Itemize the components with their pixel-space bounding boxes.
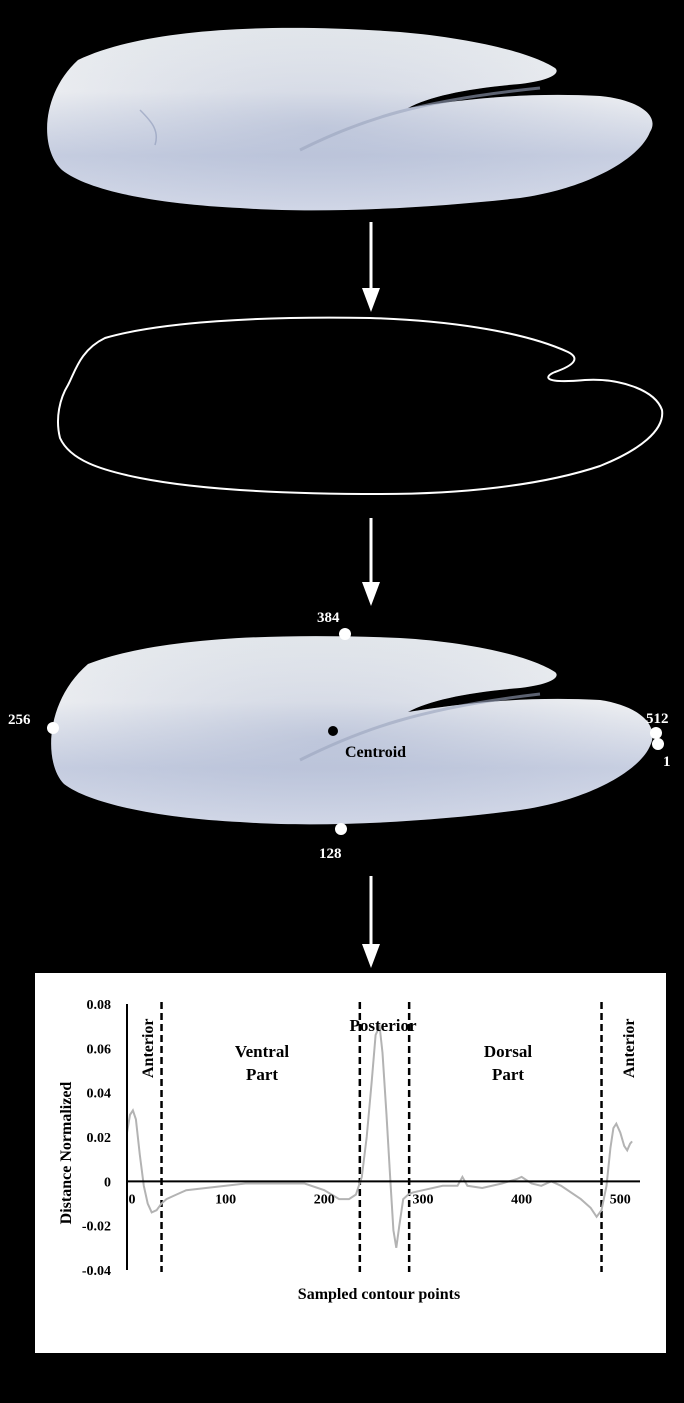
centroid-label: Centroid: [345, 744, 406, 761]
region-ventral-line2: Part: [246, 1065, 278, 1084]
flow-arrow-1: [362, 222, 380, 312]
contour-outline: [58, 318, 662, 494]
x-tick-label: 100: [215, 1192, 236, 1207]
x-tick-label: 200: [314, 1192, 335, 1207]
y-tick-label: -0.02: [82, 1220, 111, 1235]
y-axis-title: Distance Normalized: [58, 1082, 75, 1225]
landmark-1-marker: [652, 738, 664, 750]
y-tick-label: 0.04: [87, 1087, 112, 1102]
landmark-128-marker: [335, 823, 347, 835]
otolith-shading-landmarks: [51, 636, 652, 824]
distance-chart: 0 100 200 300 400 500 0.08 0.06 0.04 0.02 0 -0.02 -…: [35, 973, 666, 1353]
landmark-384-marker: [339, 628, 351, 640]
flow-arrow-2: [362, 518, 380, 606]
x-tick-label: 300: [412, 1192, 433, 1207]
otolith-shading: [47, 28, 652, 210]
landmark-384-label: 384: [317, 610, 340, 626]
centroid-marker: [328, 726, 338, 736]
y-tick-label: 0.02: [87, 1131, 112, 1146]
otolith-photo-top: [47, 28, 652, 210]
region-ventral-line1: Ventral: [235, 1042, 289, 1061]
x-tick-label: 0: [129, 1192, 136, 1207]
otolith-photo-landmarks: 384 256 512 1 128 Centroid: [8, 610, 671, 862]
landmark-256-marker: [47, 722, 59, 734]
region-anterior-right: Anterior: [621, 1018, 638, 1078]
flow-arrow-3: [362, 876, 380, 968]
region-dorsal-line1: Dorsal: [484, 1042, 532, 1061]
y-tick-label: -0.04: [82, 1264, 111, 1279]
x-axis-title: Sampled contour points: [298, 1286, 460, 1303]
x-tick-label: 500: [610, 1192, 631, 1207]
landmark-256-label: 256: [8, 712, 31, 728]
landmark-128-label: 128: [319, 846, 342, 862]
y-tick-label: 0.08: [87, 998, 112, 1013]
landmark-512-label: 512: [646, 711, 669, 727]
y-tick-label: 0: [104, 1175, 111, 1190]
landmark-512-marker: [650, 727, 662, 739]
y-tick-label: 0.06: [87, 1042, 112, 1057]
x-tick-label: 400: [511, 1192, 532, 1207]
region-dorsal-line2: Part: [492, 1065, 524, 1084]
landmark-1-label: 1: [663, 754, 671, 770]
region-posterior: Posterior: [349, 1016, 416, 1035]
region-anterior-left: Anterior: [140, 1018, 157, 1078]
